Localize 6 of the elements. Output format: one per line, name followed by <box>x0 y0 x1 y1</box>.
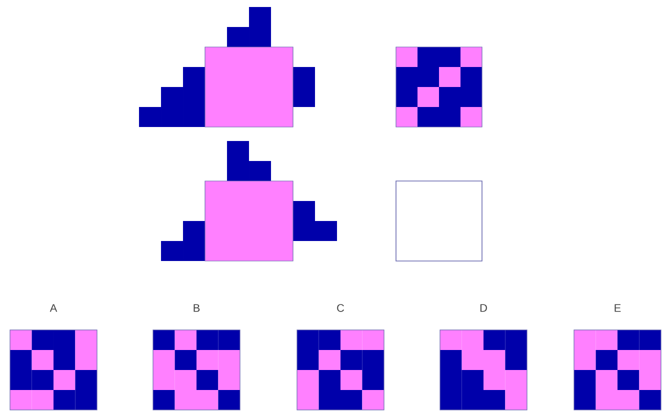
option-letter: D <box>480 304 487 312</box>
option-letter: E <box>614 304 621 312</box>
option-letter: B <box>194 304 200 312</box>
option-letter: A <box>50 304 58 312</box>
option-letter: C <box>337 304 344 312</box>
answer-box <box>396 180 482 262</box>
